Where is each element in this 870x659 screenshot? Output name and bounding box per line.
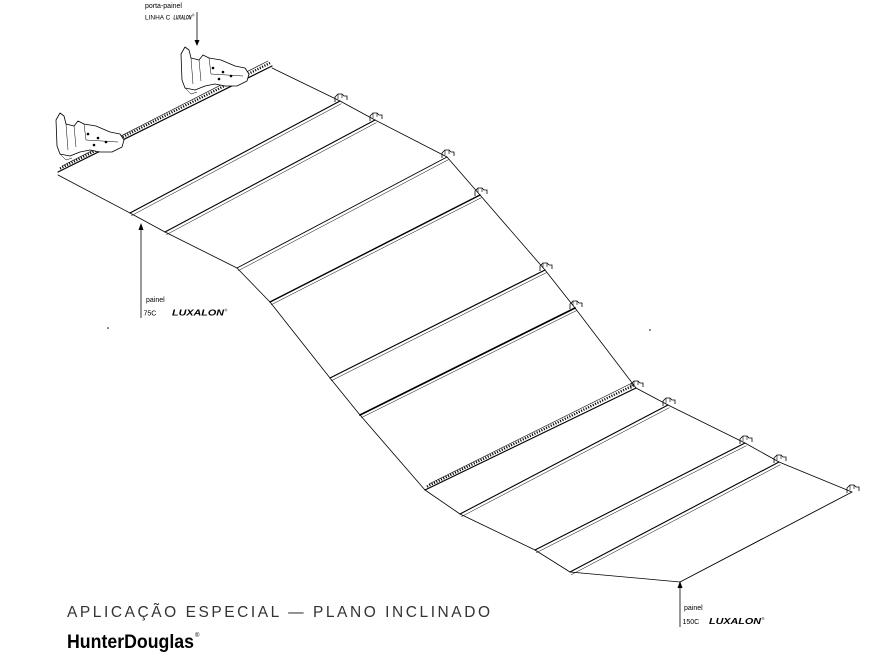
panel-clip [441, 149, 455, 158]
carrier-profile [55, 112, 125, 157]
panel-seam [236, 156, 448, 269]
panel-seam [329, 269, 546, 379]
luxalon-logo: LUXALON [709, 617, 761, 626]
panel-left-edge [57, 174, 681, 583]
clip-profile [739, 435, 753, 444]
panel-clip [630, 380, 644, 389]
clip-profile [539, 262, 553, 271]
callout-carrier-spec: LINHA C [145, 15, 171, 22]
carrier-profile-detail [184, 57, 244, 95]
panel-clip [569, 300, 583, 309]
clip-profile [773, 454, 787, 463]
panel-clip [474, 187, 488, 196]
arrowhead [138, 223, 144, 230]
panel-seam-fold [131, 103, 342, 216]
reference-point [107, 327, 109, 329]
registered-mark: ® [192, 14, 195, 18]
carrier-profile [180, 46, 250, 91]
panel-seam-fold [271, 197, 482, 305]
carrier-hole [96, 136, 100, 140]
arrowhead [677, 581, 683, 588]
carrier-hole [221, 70, 225, 74]
hunterdouglas-logo: HunterDouglas [67, 632, 194, 653]
panel-seam [164, 119, 376, 233]
panel-seam [129, 100, 341, 214]
carrier-rail [424, 382, 637, 491]
luxalon-logo: LUXALON [174, 15, 192, 22]
panel-clip [773, 454, 787, 463]
carrier-hole [86, 132, 90, 136]
panel-right-edge [271, 67, 853, 493]
reference-point [649, 329, 651, 331]
panel-clip [369, 112, 383, 121]
callout-panel-75c: painel 75C LUXALON ® [138, 223, 228, 318]
carrier-hole [229, 74, 233, 78]
carrier-hole [104, 140, 108, 144]
arrowhead [194, 40, 200, 46]
panel-seam [534, 442, 746, 551]
panel-clip [334, 93, 348, 102]
panel-seam [459, 404, 669, 515]
panel-seam-fold [571, 464, 781, 575]
callout-carrier: porta-painel LINHA C LUXALON ® [145, 3, 200, 46]
drawing-title: APLICAÇÃO ESPECIAL — PLANO INCLINADO [67, 604, 490, 621]
callout-panel-150c-label: painel [684, 605, 703, 612]
panel-clip [662, 397, 676, 406]
carrier-bracket [180, 46, 250, 95]
carrier-rail-top [428, 382, 633, 485]
ceiling-panel-assembly [55, 46, 860, 583]
panel-seam [359, 307, 576, 416]
callout-panel-75c-spec: 75C [144, 311, 157, 318]
title-block: APLICAÇÃO ESPECIAL — PLANO INCLINADO Hun… [67, 604, 490, 653]
callout-panel-75c-label: painel [146, 297, 165, 304]
registered-mark: ® [195, 632, 200, 639]
clip-profile [569, 300, 583, 309]
registered-mark: ® [762, 616, 765, 621]
luxalon-logo: LUXALON [172, 309, 224, 318]
callout-carrier-label: porta-painel [145, 3, 182, 10]
carrier-rail-base [424, 387, 637, 491]
panel-seam [569, 461, 780, 573]
panel-seam-fold [331, 272, 547, 381]
callout-panel-150c-spec: 150C [683, 619, 700, 626]
panel-clip [739, 435, 753, 444]
carrier-bracket [55, 112, 125, 161]
panel-seam-fold [536, 445, 747, 553]
panel-seam-fold [238, 159, 449, 271]
clip-profile [441, 149, 455, 158]
callout-panel-150c: painel 150C LUXALON ® [677, 581, 765, 627]
carrier-hole [217, 77, 221, 81]
clip-profile [369, 112, 383, 121]
registered-mark: ® [225, 308, 228, 313]
panel-clip [846, 484, 860, 493]
panel-seam-fold [461, 407, 670, 517]
clip-profile [662, 397, 676, 406]
clip-profile [846, 484, 860, 493]
panel-seam-fold [361, 310, 577, 418]
carrier-profile-detail [59, 123, 119, 161]
clip-profile [334, 93, 348, 102]
panel-bottom-edge [679, 491, 853, 583]
panel-seam-fold [166, 122, 377, 235]
panel-clip [539, 262, 553, 271]
carrier-hole [92, 143, 96, 147]
carrier-rail-teeth [426, 383, 635, 488]
clip-profile [474, 187, 488, 196]
carrier-hole [211, 66, 215, 70]
panel-seam [269, 194, 481, 303]
